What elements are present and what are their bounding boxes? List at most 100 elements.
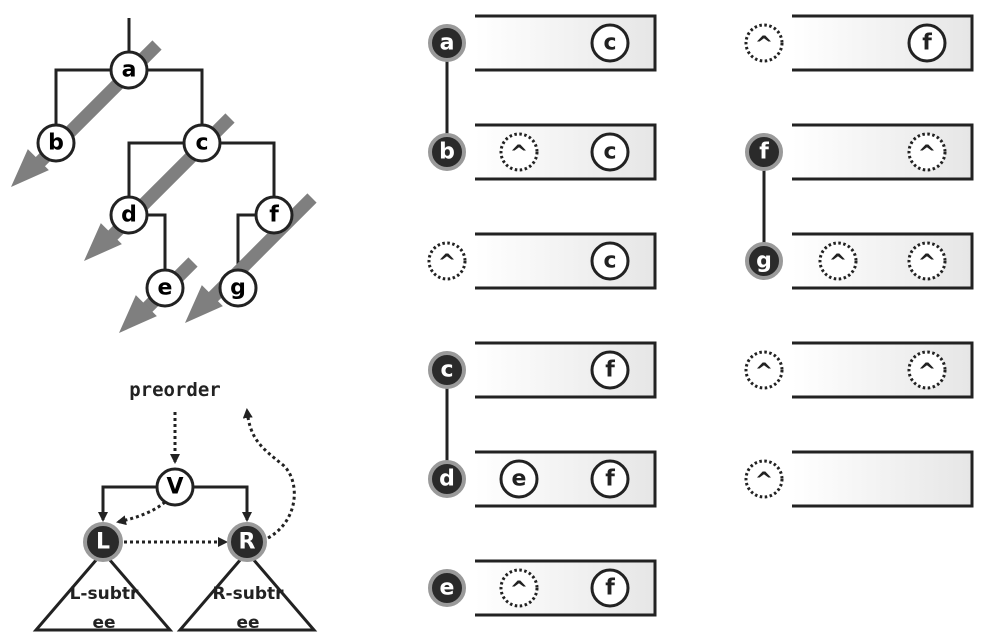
svg-text:d: d [121,203,137,228]
visited-node: f [745,133,783,171]
preorder-schema: preorder L-subtree R-subtree V [32,379,318,633]
visited-node: a [428,24,466,62]
stack-box-border [475,14,657,72]
stack-pending-item-label: ^ [510,578,528,603]
visited-node: g [745,242,783,280]
binary-tree: a b c d e f g [11,18,317,333]
stack-pending-item: e [499,459,539,499]
visited-node: ^ [744,459,784,499]
stack-top-item-label: c [603,31,616,56]
stack-step-right-4: ^^ [744,341,974,399]
schema-node-v: V [155,467,195,507]
visited-node: ^ [744,350,784,390]
stack-top-item: ^ [907,132,947,172]
visited-node: ^ [427,241,467,281]
stack-top-item: c [590,241,630,281]
right-subtree-label: R-subtree [212,584,284,633]
stack-top-item-label: f [605,576,615,601]
left-subtree: L-subtree [32,549,174,633]
stack-top-item-label: ^ [918,251,936,276]
stack-top-item-label: c [603,249,616,274]
stack-box-border [475,450,657,508]
stack-top-item: f [590,568,630,608]
stack-step-right-1: f^ [744,14,974,72]
visited-node: b [428,133,466,171]
v-to-l-dotted [116,500,166,526]
stack-box-border [475,123,657,181]
stack-top-item-label: ^ [918,360,936,385]
stack-step-left-6: ^ f e [428,559,657,617]
stack-step-right-3: ^ ^ g [745,232,974,290]
svg-text:V: V [166,475,183,500]
svg-text:a: a [122,58,137,83]
visited-node: d [428,460,466,498]
stack-step-left-3: c^ [427,232,657,290]
schema-node-r: R [227,522,267,562]
tree-node-c: c [182,123,222,163]
left-subtree-label: L-subtree [69,584,139,633]
stack-box-border [792,232,974,290]
svg-text:c: c [195,131,208,156]
svg-text:R: R [239,530,256,555]
v-to-l-edge [98,485,157,522]
visited-node: c [428,351,466,389]
stack-pending-item: ^ [499,132,539,172]
visited-node-label: f [759,140,769,165]
svg-text:f: f [269,203,279,228]
tree-node-d: d [109,195,149,235]
visited-node: e [428,569,466,607]
visited-node-label: e [440,576,455,601]
stack-box-border [475,341,657,399]
svg-text:b: b [48,131,64,156]
tree-node-g: g [218,268,258,308]
svg-text:g: g [230,276,246,301]
stack-pending-item-label: ^ [510,142,528,167]
stack-step-left-4: fc [428,341,657,399]
stack-box-border [475,232,657,290]
stack-pending-item: ^ [818,241,858,281]
tree-node-e: e [145,268,185,308]
visited-node: ^ [744,23,784,63]
visited-node-label: d [439,467,455,492]
stack-top-item: c [590,132,630,172]
visited-node-label: ^ [755,469,773,494]
stack-top-item-label: f [605,358,615,383]
stack-top-item: ^ [907,241,947,281]
tree-node-b: b [36,123,76,163]
stack-step-right-2: ^f [745,123,974,181]
stack-top-item: c [590,23,630,63]
schema-node-l: L [83,522,123,562]
tree-edges [54,18,276,270]
visited-node-label: a [440,31,455,56]
stack-top-item-label: ^ [918,142,936,167]
stack-top-item: f [907,23,947,63]
stack-step-left-1: ca [428,14,657,72]
stack-top-item: f [590,350,630,390]
stack-box [792,452,972,506]
visited-node-label: c [440,358,453,383]
stack-top-item-label: c [603,140,616,165]
v-to-r-edge [193,485,252,522]
stack-top-item: f [590,459,630,499]
stack-top-item-label: f [922,31,932,56]
stack-top-item: ^ [907,350,947,390]
tree-node-f: f [254,195,294,235]
stack-pending-item: ^ [499,568,539,608]
return-arc-dotted [242,408,296,540]
svg-text:e: e [158,276,173,301]
stack-box-border [792,450,974,508]
svg-text:L: L [96,530,110,555]
stack-box-border [792,123,974,181]
preorder-title: preorder [129,379,221,401]
tree-node-a: a [109,50,149,90]
visited-node-label: g [756,249,772,274]
visited-node-label: ^ [755,360,773,385]
stack-box-border [792,14,974,72]
stack-step-right-5: ^ [744,450,974,508]
stack-top-item-label: f [605,467,615,492]
stack-box-border [792,341,974,399]
stack-pending-item-label: ^ [829,251,847,276]
